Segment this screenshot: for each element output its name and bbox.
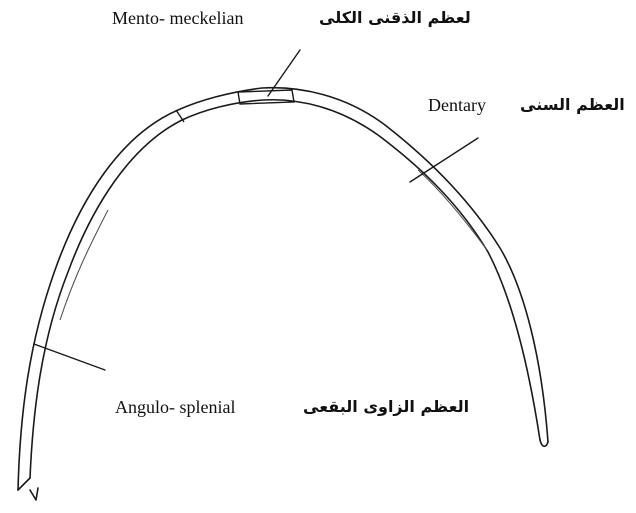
dentary-arabic-label: العظم السنى [520, 95, 625, 114]
jaw-end-right [540, 440, 548, 446]
dentary-leader [410, 138, 478, 182]
angulo-splenial-label: Angulo- splenial [115, 397, 235, 418]
mento-meckelian-label: Mento- meckelian [112, 8, 243, 29]
mento-meckelian-arabic-label: لعظم الذقنى الكلى [319, 8, 471, 27]
jaw-end-left [18, 478, 30, 490]
angular-suture [60, 210, 108, 320]
jaw-tip-tick [30, 488, 38, 500]
jaw-inner-edge [30, 100, 540, 478]
angulo-splenial-leader [34, 344, 105, 370]
jaw-outer-edge [18, 88, 548, 490]
dentary-suture [418, 170, 487, 250]
dentary-label: Dentary [428, 95, 486, 116]
angulo-splenial-arabic-label: العظم الزاوى البقعى [303, 397, 469, 416]
